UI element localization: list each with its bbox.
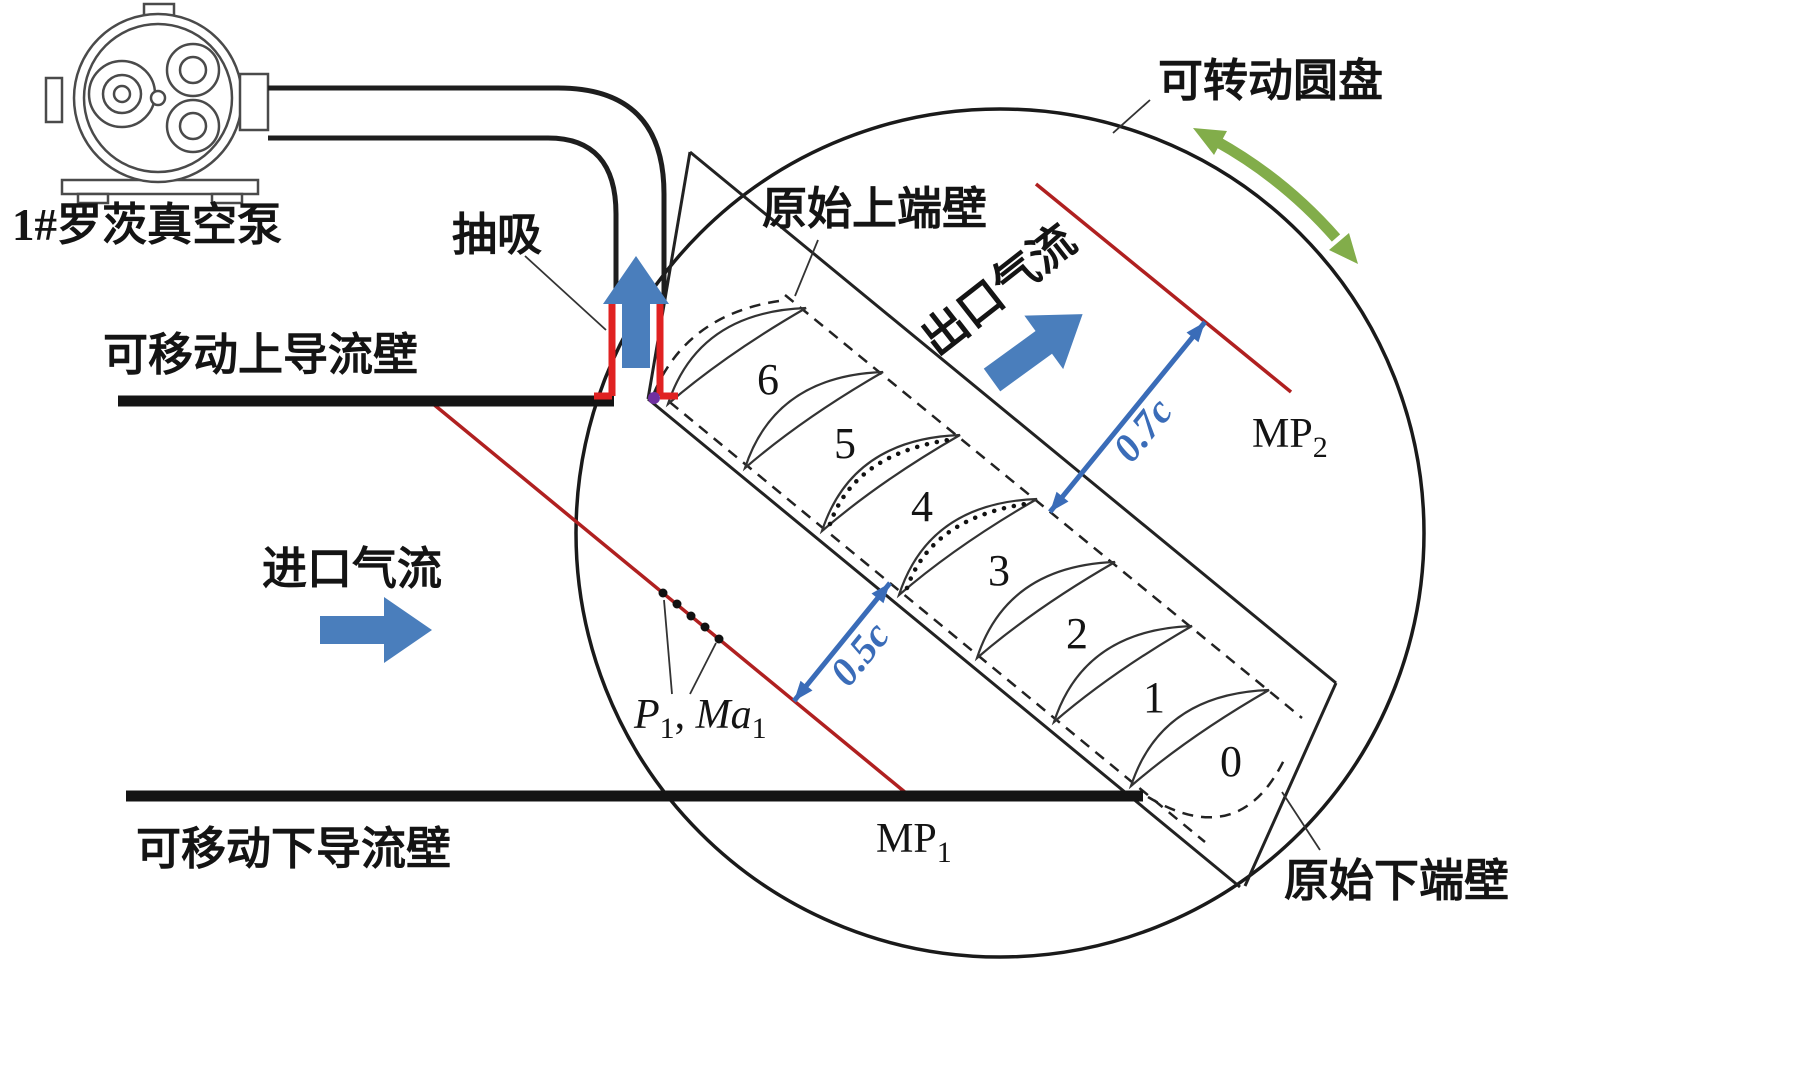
mp2-line: [1034, 182, 1293, 394]
movable-lower-wall-label: 可移动下导流壁: [136, 824, 451, 874]
measurement-dot: [714, 634, 724, 644]
rotation-arrow-head: [1329, 233, 1358, 264]
probe-pointer-line: [689, 642, 717, 695]
suction-pipe: [268, 85, 667, 302]
measurement-dot: [686, 611, 696, 621]
pump-rotor: [112, 84, 132, 104]
dim-arrow-07c: [1048, 320, 1207, 514]
pipe-inner-wall: [268, 135, 619, 302]
pump-side-flange: [44, 76, 64, 124]
blade3-taps-dotted: [904, 501, 1028, 591]
upper-endwall-pointer-line: [794, 239, 819, 297]
blade-number: 1: [1143, 673, 1165, 722]
cascade-blade: [819, 433, 961, 535]
measurement-dot: [658, 588, 668, 598]
roots-pump-illustration: [44, 2, 270, 205]
rotation-arrow-head: [1193, 128, 1227, 155]
blade-pressure-taps: [827, 437, 1028, 591]
cascade-blade: [1051, 624, 1193, 726]
measurement-dot: [672, 599, 682, 609]
pipe-outer-wall: [268, 85, 667, 302]
suction-pointer-line: [524, 255, 607, 331]
pump-outlet-flange: [238, 72, 270, 132]
original-lower-endwall-curve: [1147, 757, 1287, 819]
blade-number: 5: [834, 419, 856, 468]
probe-pointer-line: [663, 599, 673, 695]
suction-corner-dot: [648, 392, 660, 404]
inlet-flow-label: 进口气流: [262, 544, 442, 594]
inlet-probe-label: P1, Ma1: [633, 692, 767, 745]
measurement-dot: [700, 622, 710, 632]
blade-number: 0: [1220, 737, 1242, 786]
pointer-lines: [524, 99, 1321, 851]
pump-rotor: [178, 55, 208, 85]
test-section-right-edge: [1243, 682, 1338, 887]
rotatable-disc-circle: [574, 107, 1426, 959]
movable-upper-wall-label: 可移动上导流壁: [103, 330, 418, 380]
cascade-blade: [1128, 688, 1270, 790]
inlet-measurement-dots: [658, 588, 724, 644]
cascade-blade: [665, 306, 807, 408]
test-section-lower-edge: [647, 397, 1241, 889]
dim-label-07c: 0.7c: [1104, 389, 1182, 470]
rotation-arrow: [1193, 128, 1358, 264]
mp1-line: [430, 401, 908, 795]
blade-cascade: [665, 306, 1270, 790]
blade4-taps-dotted: [827, 437, 951, 527]
test-section-upper-edge: [689, 150, 1337, 685]
pump-rotor: [178, 111, 208, 141]
suction-slot: [594, 304, 678, 400]
original-lower-endwall-label: 原始下端壁: [1284, 856, 1509, 906]
disc-pointer-line: [1112, 99, 1151, 134]
original-upper-endwall-label: 原始上端壁: [762, 184, 987, 234]
cascade-planes: [652, 294, 1303, 843]
blade-number: 4: [911, 482, 933, 531]
dim-arrow-05c: [792, 581, 892, 703]
inlet-flow-arrow: [320, 597, 432, 663]
blade-number: 3: [988, 546, 1010, 595]
cascade-blade: [896, 497, 1038, 599]
blade-number: 6: [757, 355, 779, 404]
trailing-edge-dashed-line: [784, 294, 1303, 719]
test-section-frame: [646, 150, 1338, 889]
pump-foot: [76, 192, 110, 205]
pump-shaft: [149, 89, 167, 107]
test-section-left-edge: [646, 151, 692, 400]
rotation-arrow-arc: [1213, 136, 1341, 242]
mp1-label: MP1: [876, 816, 952, 869]
dim-label-05c: 0.5c: [821, 613, 899, 694]
lower-endwall-pointer-line: [1281, 791, 1321, 851]
suction-label: 抽吸: [452, 210, 542, 260]
rotatable-disc-label: 可转动圆盘: [1158, 56, 1383, 106]
pump-foot: [210, 192, 244, 205]
blade-number: 2: [1066, 609, 1088, 658]
mp2-label: MP2: [1252, 411, 1328, 464]
cascade-blade: [742, 370, 884, 472]
cascade-blade: [974, 560, 1116, 662]
pump-label: 1#罗茨真空泵: [12, 200, 282, 250]
